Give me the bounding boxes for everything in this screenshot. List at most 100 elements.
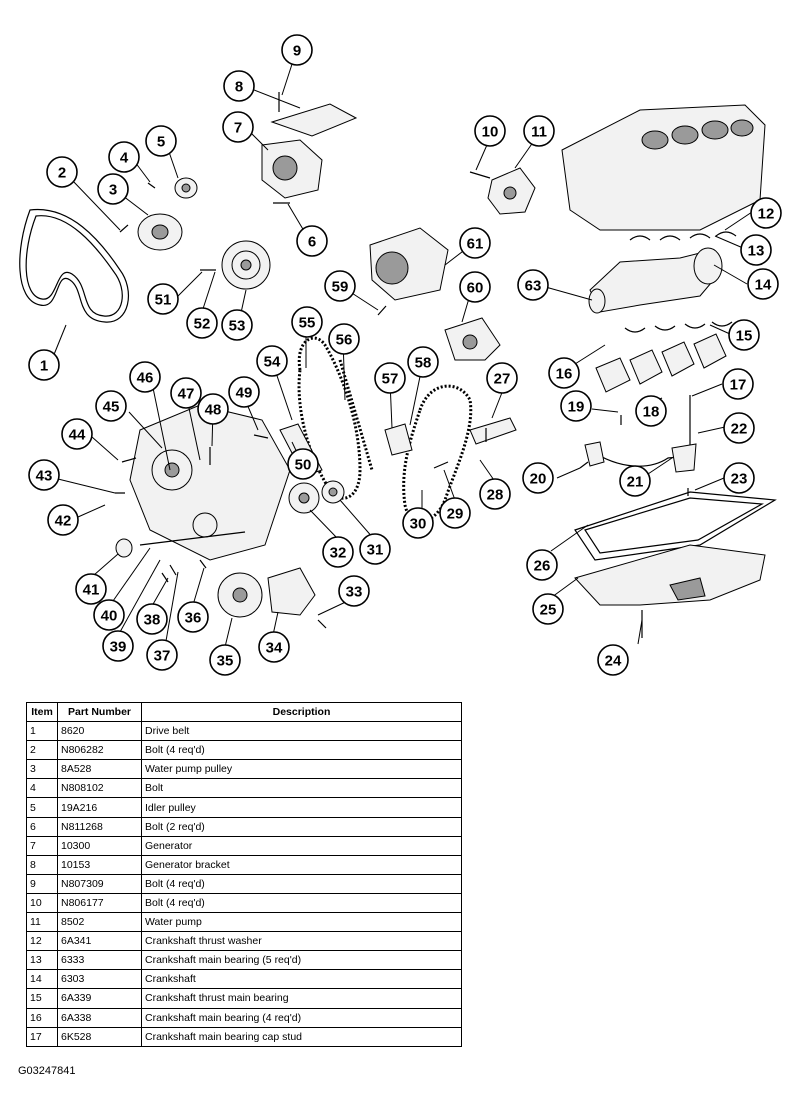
callout-number: 28 [487, 487, 504, 504]
callout-circle [256, 345, 288, 377]
callout-36: 36 [177, 601, 209, 633]
callout-31: 31 [359, 533, 391, 565]
cell-description: Bolt (4 req'd) [141, 740, 462, 761]
callout-20: 20 [522, 462, 554, 494]
callout-circle [728, 319, 760, 351]
cell-item: 11 [26, 912, 58, 933]
cell-part-number: 6K528 [57, 1026, 142, 1047]
cell-part-number: N806177 [57, 892, 142, 914]
callout-number: 8 [235, 79, 243, 96]
callout-number: 7 [234, 120, 242, 137]
callout-number: 57 [382, 371, 399, 388]
sprockets-drawing [288, 480, 345, 514]
callout-circle [526, 549, 558, 581]
callout-circle [28, 349, 60, 381]
cell-part-number: 6A338 [57, 1007, 142, 1028]
cell-description: Crankshaft [141, 969, 462, 990]
callout-22: 22 [723, 412, 755, 444]
callout-number: 33 [346, 584, 363, 601]
callout-23: 23 [723, 462, 755, 494]
callout-43: 43 [28, 459, 60, 491]
cell-item: 10 [26, 892, 58, 914]
callout-circle [147, 283, 179, 315]
callout-circle [522, 462, 554, 494]
cell-item: 9 [26, 873, 58, 894]
callout-29: 29 [439, 497, 471, 529]
callout-circle [359, 533, 391, 565]
callout-number: 45 [103, 399, 120, 416]
callout-number: 26 [534, 558, 551, 575]
cell-description: Drive belt [141, 721, 462, 742]
callout-number: 59 [332, 279, 349, 296]
callout-circle [28, 459, 60, 491]
cell-description: Crankshaft main bearing (4 req'd) [141, 1007, 462, 1028]
cell-description: Bolt (4 req'd) [141, 892, 462, 914]
callout-number: 23 [731, 471, 748, 488]
callout-61: 61 [459, 227, 491, 259]
oil-pickup-drawing [584, 441, 697, 473]
callout-39: 39 [102, 630, 134, 662]
cell-description: Water pump [141, 912, 462, 933]
cell-item: 6 [26, 816, 58, 837]
callout-34: 34 [258, 631, 290, 663]
front-cover-drawing [129, 404, 291, 561]
callout-number: 6 [308, 234, 316, 251]
callout-25: 25 [532, 593, 564, 625]
callout-number: 44 [69, 427, 86, 444]
callout-circle [635, 395, 667, 427]
cell-item: 2 [26, 740, 58, 761]
callout-circle [223, 70, 255, 102]
callout-1: 1 [28, 349, 60, 381]
callout-circle [108, 141, 140, 173]
cell-item: 13 [26, 950, 58, 971]
crankshaft-pulley-drawing [221, 240, 271, 290]
callout-circle [46, 156, 78, 188]
callout-circle [222, 111, 254, 143]
cell-part-number: 8A528 [57, 759, 142, 780]
callout-41: 41 [75, 573, 107, 605]
callout-47: 47 [170, 377, 202, 409]
callout-26: 26 [526, 549, 558, 581]
callout-circle [228, 376, 260, 408]
water-pump-drawing [487, 167, 536, 215]
leader-lines [52, 57, 753, 648]
callout-number: 13 [748, 243, 765, 260]
callout-63: 63 [517, 269, 549, 301]
callout-circle [747, 268, 779, 300]
callout-circle [750, 197, 782, 229]
callout-circle [258, 631, 290, 663]
callout-circle [322, 536, 354, 568]
callout-12: 12 [750, 197, 782, 229]
callout-circle [197, 393, 229, 425]
callout-3: 3 [97, 173, 129, 205]
callout-13: 13 [740, 234, 772, 266]
callout-circle [146, 639, 178, 671]
callout-18: 18 [635, 395, 667, 427]
callout-42: 42 [47, 504, 79, 536]
callout-circle [170, 377, 202, 409]
callout-2: 2 [46, 156, 78, 188]
callout-11: 11 [523, 115, 555, 147]
callout-circle [560, 390, 592, 422]
callout-6: 6 [296, 225, 328, 257]
callout-56: 56 [328, 323, 360, 355]
callout-21: 21 [619, 465, 651, 497]
callout-10: 10 [474, 115, 506, 147]
table-header-row: Item Part Number Description [26, 701, 462, 723]
callout-circle [723, 462, 755, 494]
callout-circle [136, 603, 168, 635]
cell-description: Idler pulley [141, 797, 462, 818]
cell-item: 15 [26, 988, 58, 1009]
callout-number: 49 [236, 385, 253, 402]
callout-circle [740, 234, 772, 266]
callout-60: 60 [459, 271, 491, 303]
cell-description: Crankshaft main bearing (5 req'd) [141, 950, 462, 971]
cell-part-number: 6333 [57, 950, 142, 971]
callout-number: 43 [36, 468, 53, 485]
callout-54: 54 [256, 345, 288, 377]
callout-number: 52 [194, 316, 211, 333]
